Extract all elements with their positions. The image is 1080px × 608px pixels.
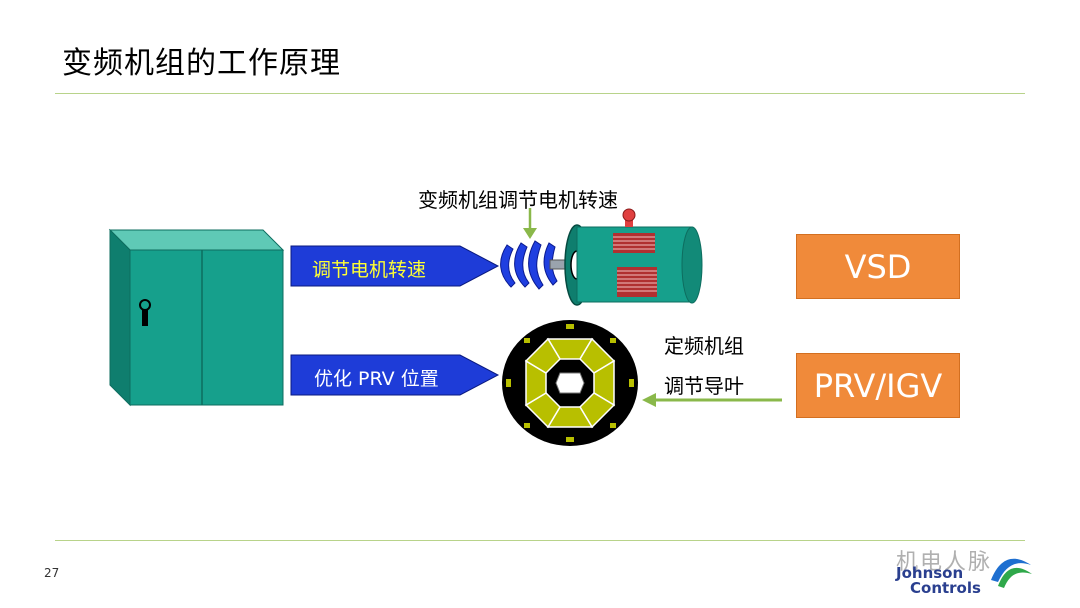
fixed-speed-caption-line1: 定频机组: [664, 334, 744, 358]
logo-line1: Johnson: [896, 564, 964, 582]
prv-arrow-label: 优化 PRV 位置: [314, 368, 439, 390]
prv-arrow: [290, 354, 500, 396]
speed-arrow: [290, 245, 500, 287]
motor: [500, 208, 703, 306]
page-number: 27: [44, 566, 60, 580]
motor-fins: [613, 233, 657, 297]
logo-mark-icon: [991, 558, 1032, 588]
prv-igv-box: PRV/IGV: [796, 353, 960, 418]
drive-cabinet: [108, 228, 285, 407]
caption-down-arrow: [523, 208, 537, 239]
johnson-controls-logo: Johnson Controls: [896, 566, 981, 596]
fixed-speed-caption-line2: 调节导叶: [664, 374, 744, 398]
title-divider: [55, 93, 1025, 94]
guide-vane-disk: [502, 320, 638, 446]
footer-divider: [55, 540, 1025, 541]
vsd-motor-caption: 变频机组调节电机转速: [418, 188, 618, 212]
lock-icon: [139, 299, 151, 326]
speed-arrow-label: 调节电机转速: [312, 259, 427, 281]
impeller-icon: [500, 240, 558, 290]
page-title: 变频机组的工作原理: [62, 46, 341, 81]
watermark: 机电人脉: [896, 550, 993, 575]
igv-left-arrow: [642, 393, 782, 407]
logo-line2: Controls: [910, 579, 981, 597]
vsd-box: VSD: [796, 234, 960, 299]
